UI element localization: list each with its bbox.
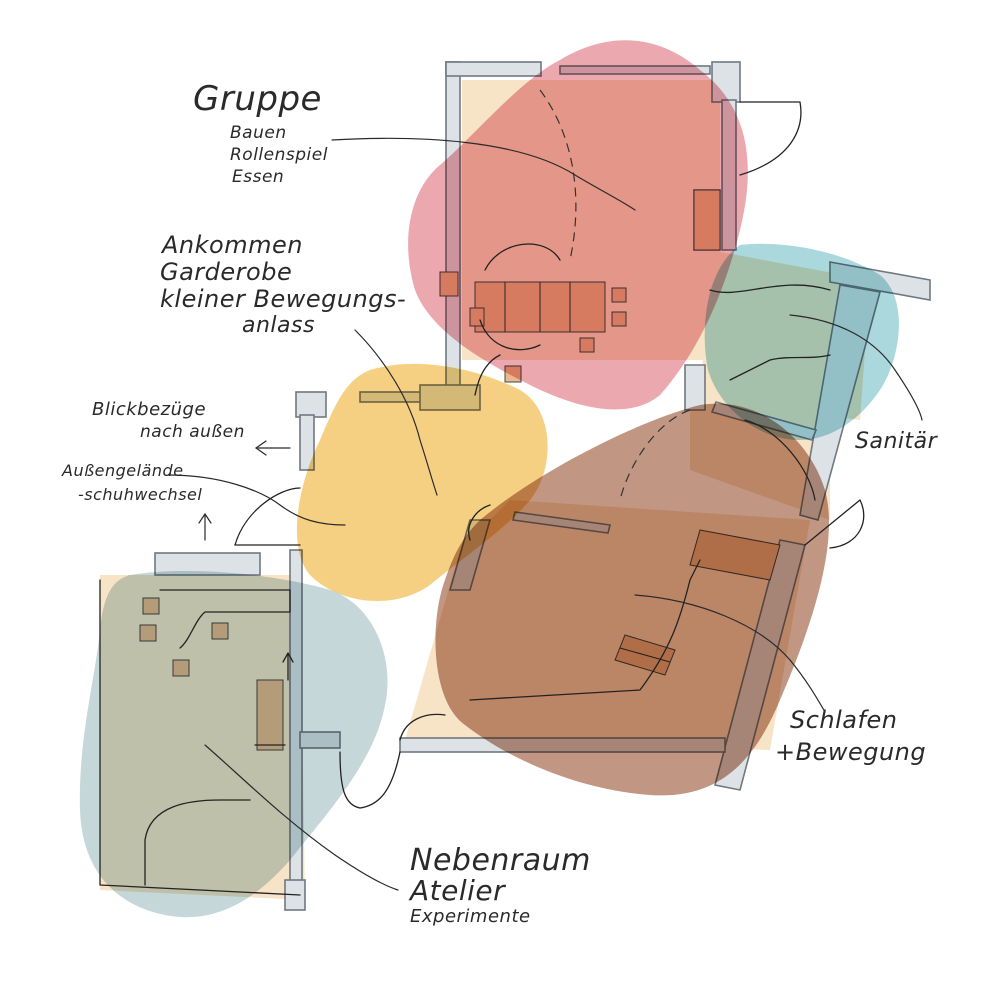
curved-corner [399, 713, 446, 741]
dashed-boundary [539, 89, 577, 261]
label-schlafen-line: +Bewegung [775, 738, 926, 766]
zone-nebenraum [79, 570, 388, 918]
sleeping-nest-outline [469, 559, 701, 701]
label-nebenraum-line: Nebenraum [410, 843, 591, 878]
wall-gruppe-north-left [445, 61, 542, 77]
leader-schlafen [634, 594, 826, 713]
arrow-head [282, 652, 294, 663]
label-gruppe-line: Essen [232, 167, 284, 187]
label-gruppe-line: Rollenspiel [230, 145, 328, 165]
wall-schlafen-nw [684, 364, 706, 411]
label-ankommen-line: kleiner Bewegungs- [160, 285, 406, 313]
label-aussengelaende-line: Außengelände [61, 461, 184, 480]
zone-sanitaer [704, 243, 899, 440]
label-ankommen-line: Ankommen [160, 231, 303, 259]
leader-nebenraum [204, 744, 399, 891]
door-swing [804, 499, 865, 549]
arrow-head [198, 512, 212, 524]
label-sanitaer: Sanitär [855, 429, 939, 454]
label-blickbezuege-line: nach außen [140, 422, 245, 442]
sanitaer-partition [729, 354, 831, 381]
wall-entrance-west [299, 414, 315, 471]
leader-gruppe [331, 137, 636, 211]
wall-entrance-corner [295, 391, 327, 418]
arrow-head [254, 440, 267, 456]
labels: Gruppe Bauen Rollenspiel Essen Ankommen … [61, 79, 939, 927]
label-gruppe-line: Bauen [230, 123, 287, 143]
label-nebenraum-line: Experimente [410, 906, 531, 927]
leader-lines [167, 137, 923, 891]
curved-corner [468, 504, 491, 541]
door-swing [339, 751, 401, 809]
zones [79, 40, 899, 918]
curved-wall [744, 419, 816, 501]
door-swing [234, 487, 301, 546]
leader-ankommen [354, 329, 438, 496]
zone-gruppe [408, 40, 748, 410]
label-aussengelaende-line: -schuhwechsel [78, 485, 202, 504]
table-arc [479, 319, 541, 351]
zone-schlafen [435, 403, 829, 796]
leader-aussengelaende [167, 474, 346, 526]
atelier-corner-outline [144, 799, 251, 886]
linework [99, 89, 865, 896]
label-ankommen-line: Garderobe [160, 258, 292, 286]
step-line [474, 354, 501, 396]
door-swing [739, 101, 802, 176]
counter-outline [159, 589, 291, 649]
label-nebenraum-line: Atelier [408, 874, 506, 907]
nebenraum-outline [99, 579, 301, 896]
table-arc [484, 243, 561, 271]
label-ankommen-line: anlass [242, 313, 315, 338]
sanitaer-partition [709, 284, 831, 294]
label-gruppe-title: Gruppe [193, 79, 322, 119]
label-schlafen-line: Schlafen [790, 706, 897, 734]
label-blickbezuege-line: Blickbezüge [92, 399, 206, 420]
leader-sanitaer [789, 314, 923, 421]
